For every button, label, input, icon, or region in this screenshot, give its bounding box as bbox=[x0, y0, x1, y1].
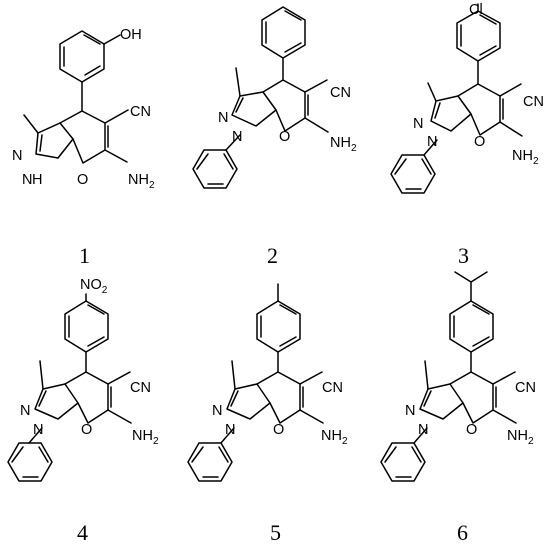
nitrile-label: CN bbox=[130, 380, 151, 396]
hydrogen-label: H bbox=[32, 172, 42, 188]
nitrogen-label: N bbox=[418, 422, 428, 438]
hydroxyl-label: OH bbox=[120, 27, 142, 43]
compound-6-structure bbox=[380, 271, 517, 482]
nitrogen-label: N bbox=[212, 403, 222, 419]
oxygen-label: O bbox=[273, 422, 284, 438]
nitrogen-label: N bbox=[225, 422, 235, 438]
oxygen-label: O bbox=[466, 422, 477, 438]
nitrile-label: CN bbox=[130, 104, 151, 120]
nitrogen-label: N bbox=[232, 129, 242, 145]
oxygen-label: O bbox=[279, 129, 290, 145]
compound-4-structure bbox=[7, 293, 132, 482]
compound-number: 3 bbox=[458, 243, 469, 268]
nitrogen-label: N bbox=[427, 134, 437, 150]
nitrile-label: CN bbox=[515, 380, 536, 396]
compound-number: 1 bbox=[79, 243, 90, 268]
nitrogen-label: N bbox=[12, 148, 22, 164]
nitrile-label: CN bbox=[330, 85, 351, 101]
compound-3-structure bbox=[390, 3, 523, 194]
nitrogen-label: N bbox=[20, 403, 30, 419]
nitrogen-label: N bbox=[33, 422, 43, 438]
nitrogen-label: N bbox=[405, 403, 415, 419]
nitrile-label: CN bbox=[322, 380, 343, 396]
compound-1: OH CN N N H O NH2 1 bbox=[12, 27, 155, 268]
amino-label: NH2 bbox=[512, 148, 539, 167]
compound-5: CN N N O NH2 5 bbox=[187, 283, 348, 545]
oxygen-label: O bbox=[474, 134, 485, 150]
nitrogen-label: N bbox=[22, 172, 32, 188]
compound-3: Cl CN N N O NH2 3 bbox=[390, 2, 544, 268]
chlorine-label: Cl bbox=[469, 2, 483, 18]
compound-5-structure bbox=[187, 283, 324, 482]
amino-label: NH2 bbox=[507, 428, 534, 447]
compound-2-structure bbox=[192, 6, 329, 189]
nitro-label: NO2 bbox=[80, 277, 108, 296]
amino-label: NH2 bbox=[321, 428, 348, 447]
amino-label: NH2 bbox=[330, 135, 357, 154]
compound-number: 2 bbox=[267, 243, 278, 268]
compound-number: 6 bbox=[457, 520, 468, 545]
oxygen-label: O bbox=[81, 422, 92, 438]
nitrogen-label: N bbox=[413, 116, 423, 132]
amino-label: NH2 bbox=[128, 172, 155, 191]
nitrogen-label: N bbox=[218, 110, 228, 126]
amino-label: NH2 bbox=[132, 428, 159, 447]
compound-4: NO2 CN N N O NH2 4 bbox=[7, 277, 159, 545]
compound-number: 5 bbox=[270, 520, 281, 545]
compound-1-structure bbox=[23, 30, 129, 164]
compound-2: CN N N O NH2 2 bbox=[192, 6, 357, 268]
oxygen-label: O bbox=[77, 172, 88, 188]
compound-6: CN N N O NH2 6 bbox=[380, 271, 536, 545]
compound-number: 4 bbox=[77, 520, 88, 545]
nitrile-label: CN bbox=[523, 94, 544, 110]
